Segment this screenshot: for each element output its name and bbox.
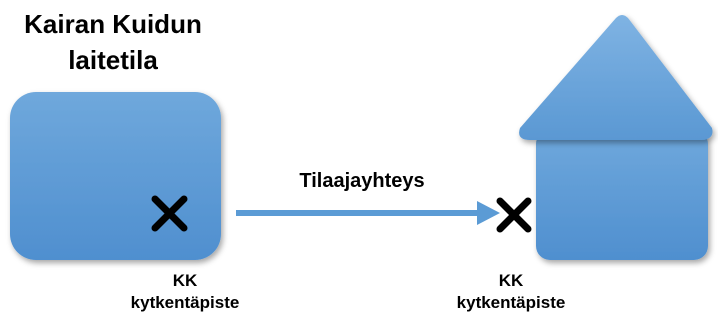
equipment-room-title-line2: laitetila — [68, 45, 158, 75]
connection-point-label-right-line2: kytkentäpiste — [456, 293, 566, 312]
equipment-room-title: Kairan Kuidun laitetila — [8, 6, 218, 78]
equipment-room-box — [10, 92, 221, 260]
equipment-room-title-line1: Kairan Kuidun — [24, 9, 202, 39]
house-body — [536, 130, 708, 260]
connection-point-label-right-line1: KK — [498, 271, 524, 290]
connection-point-marker-left — [151, 195, 188, 232]
connection-point-label-left-line1: KK — [172, 271, 198, 290]
connection-point-label-left-line2: kytkentäpiste — [130, 293, 240, 312]
connection-point-marker-right — [496, 197, 532, 233]
house-roof — [519, 15, 713, 140]
connection-label: Tilaajayhteys — [299, 170, 425, 192]
connection-point-label-left: KK kytkentäpiste — [105, 270, 265, 314]
connection-point-label-right: KK kytkentäpiste — [431, 270, 591, 314]
connection-arrowhead — [477, 201, 500, 225]
